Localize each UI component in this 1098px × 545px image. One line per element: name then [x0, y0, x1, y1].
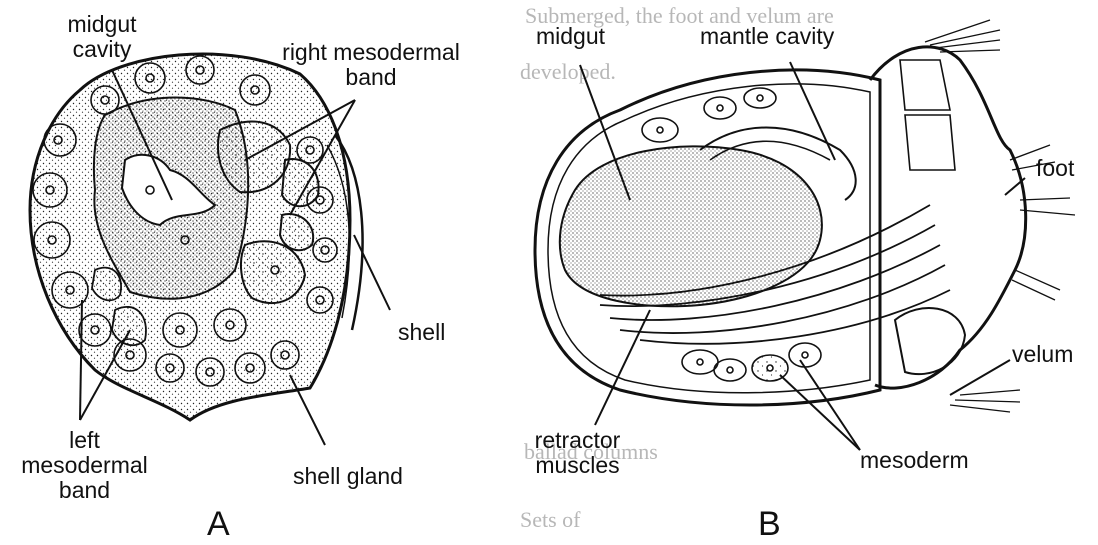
label-left-mesodermal-band: left mesodermal band	[2, 428, 167, 503]
label-foot: foot	[1036, 156, 1074, 181]
label-midgut-cavity-line1: midgut	[52, 12, 152, 37]
label-left-mesodermal-line2: mesodermal	[2, 453, 167, 478]
panel-b-letter: B	[758, 506, 781, 542]
label-retractor-muscles: retractor muscles	[520, 428, 635, 478]
midgut-mass	[560, 146, 822, 306]
label-mantle-cavity: mantle cavity	[700, 24, 834, 49]
label-left-mesodermal-line1: left	[2, 428, 167, 453]
label-midgut: midgut	[536, 24, 605, 49]
label-mesoderm: mesoderm	[860, 448, 969, 473]
label-velum: velum	[1012, 342, 1073, 367]
panel-a-drawing	[30, 54, 390, 445]
label-left-mesodermal-line3: band	[2, 478, 167, 503]
label-right-mesodermal-band: right mesodermal band	[256, 40, 486, 90]
label-midgut-cavity: midgut cavity	[52, 12, 152, 62]
label-right-mesodermal-line1: right mesodermal	[256, 40, 486, 65]
panel-b-drawing	[535, 20, 1075, 450]
label-right-mesodermal-line2: band	[256, 65, 486, 90]
label-retractor-line2: muscles	[520, 453, 635, 478]
label-retractor-line1: retractor	[520, 428, 635, 453]
label-midgut-cavity-line2: cavity	[52, 37, 152, 62]
label-shell: shell	[398, 320, 445, 345]
panel-a-letter: A	[207, 506, 230, 542]
label-shell-gland: shell gland	[293, 464, 403, 489]
